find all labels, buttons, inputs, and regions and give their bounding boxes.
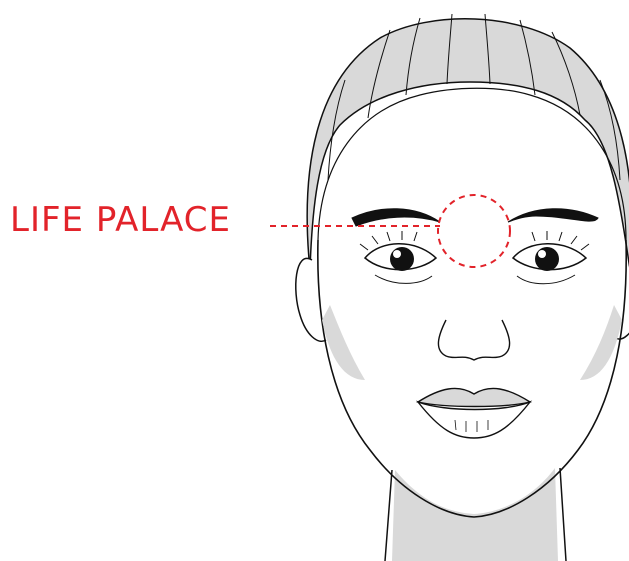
right-cheek-shadow [580,305,622,380]
lips [418,388,530,438]
right-eyebrow [508,209,598,222]
left-eye [360,231,436,271]
neck-shadow [392,468,558,561]
left-cheek-shadow [322,305,365,380]
life-palace-label: LIFE PALACE [10,200,231,240]
left-eyebrow [352,209,440,226]
hair [307,19,629,270]
nose [438,320,509,360]
right-eye [513,231,589,271]
left-ear [296,258,326,341]
under-eye-lines [375,275,575,284]
